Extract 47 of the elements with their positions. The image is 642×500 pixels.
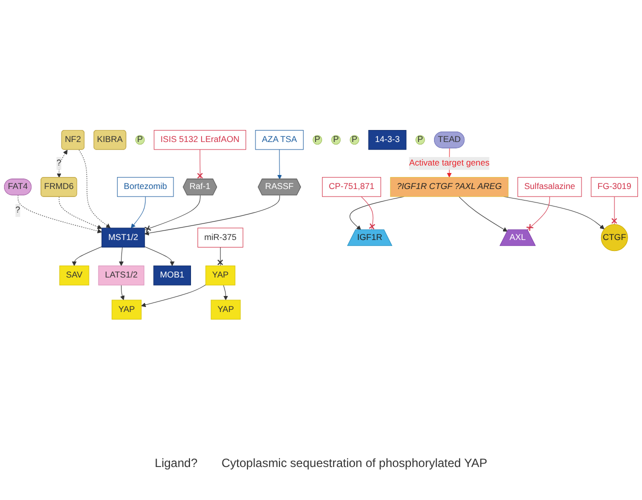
node-box: Bortezomib [117,177,174,198]
arrow [56,150,68,178]
arrow [78,150,111,228]
connector [217,247,224,266]
arrow [120,285,125,300]
node-box: FG-3019 [590,177,638,198]
node-box: miR-375 [198,228,244,248]
node-box: ISIS 5132 LErafAON [154,130,246,150]
node-box: 14-3-3 [368,130,406,150]
edge-label: ? [15,206,20,215]
arrow [58,196,102,230]
arrow [144,195,280,236]
node-box: Sulfasalazine [518,177,582,198]
arrow [223,285,228,300]
node-circle: P [415,135,425,145]
node-box: YAP [112,300,142,320]
node-box: MST1/2 [102,228,145,248]
arrow [141,284,206,308]
connector [197,149,203,180]
node-box: LATS1/2 [98,266,144,286]
connector [360,196,376,230]
node-box: ?IGF1R CTGF ?AXL AREG [390,177,508,198]
node-circle: CTGF [600,224,628,252]
arrow [144,246,175,266]
arrow [18,195,102,234]
arrow [72,246,102,266]
connector [526,196,550,232]
node-circle: P [135,135,145,145]
node-circle: P [312,135,322,145]
note-text: Ligand? [154,456,198,470]
node-box: SAV [59,266,90,286]
edge-label: ? [56,158,62,168]
note-text: Cytoplasmic sequestration of phosphorylated YAP [222,456,488,470]
connector [611,196,618,225]
arrow [277,149,282,180]
node-circle: P [350,135,360,145]
arrow [118,247,124,266]
node-box: MOB1 [153,266,191,286]
edge-label: Activate target genes [409,158,490,168]
node-box: YAP [210,300,241,320]
arrow [458,196,508,232]
node-box: CP-751,871 [322,177,382,198]
node-circle: P [331,135,341,145]
node-box: AZA TSA [255,130,304,150]
connector [144,195,200,233]
arrow [130,196,146,228]
node-box: YAP [205,266,236,286]
